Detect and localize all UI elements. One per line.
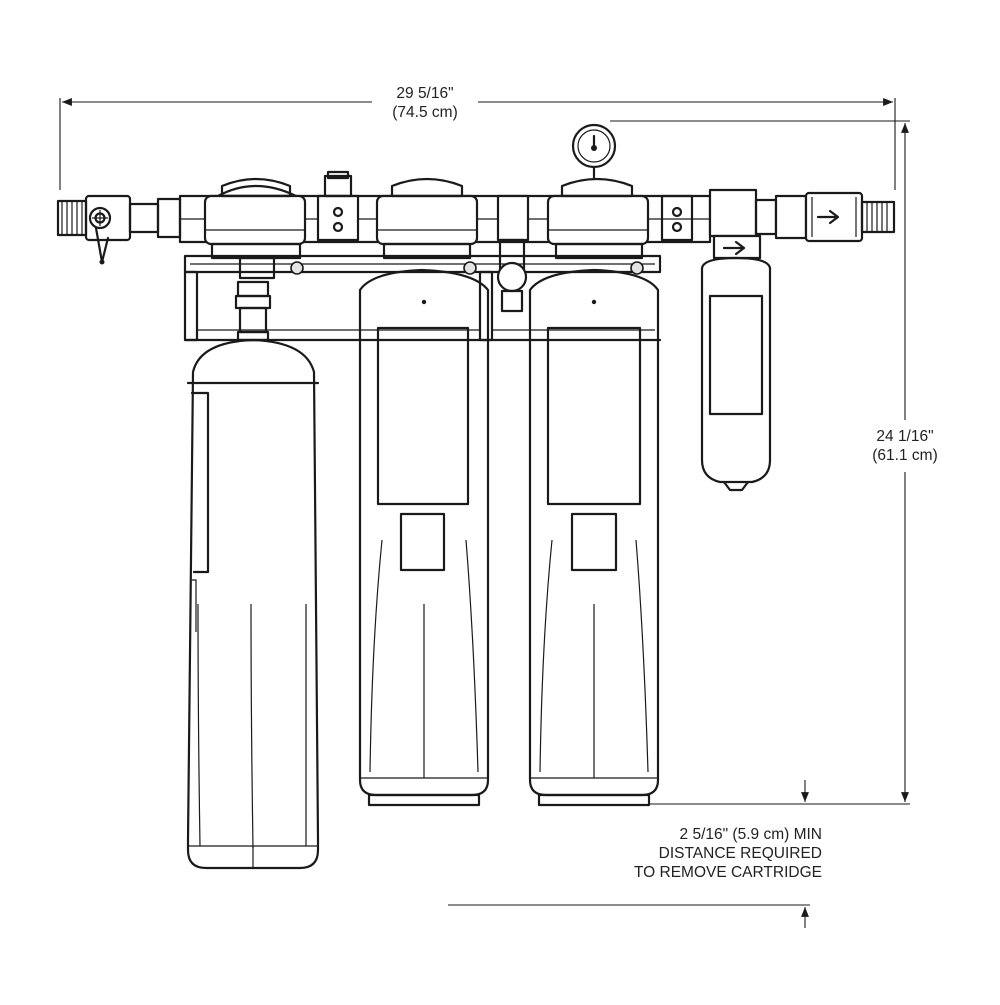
height-dimension-line xyxy=(610,120,910,805)
flow-arrow-icon xyxy=(816,209,840,225)
width-dimension-label: 29 5/16" (74.5 cm) xyxy=(360,84,490,122)
height-imperial: 24 1/16" xyxy=(876,428,934,445)
width-metric: (74.5 cm) xyxy=(392,104,458,121)
filter-head-2 xyxy=(375,177,479,260)
filter-cartridge-2 xyxy=(358,268,490,807)
height-metric: (61.1 cm) xyxy=(872,447,938,464)
head-couplings xyxy=(316,170,694,313)
width-imperial: 29 5/16" xyxy=(396,85,454,102)
height-dimension-label: 24 1/16" (61.1 cm) xyxy=(860,427,950,465)
shutoff-valve-icon[interactable] xyxy=(88,206,112,265)
clearance-line-1: 2 5/16" (5.9 cm) MIN xyxy=(679,826,822,843)
filter-head-manifold xyxy=(56,123,896,313)
width-dimension-line xyxy=(59,98,896,190)
pressure-gauge-icon xyxy=(571,123,617,180)
filter-head-3 xyxy=(546,177,650,260)
filter-cartridge-1 xyxy=(186,280,320,870)
inlet-fitting xyxy=(56,194,182,242)
filter-cartridge-3 xyxy=(528,268,660,807)
clearance-line-2: DISTANCE REQUIRED xyxy=(658,845,822,862)
clearance-dimension-line xyxy=(448,780,810,928)
clearance-line-3: TO REMOVE CARTRIDGE xyxy=(633,864,822,881)
clearance-dimension-label: 2 5/16" (5.9 cm) MIN DISTANCE REQUIRED T… xyxy=(610,825,822,882)
pre-filter-cartridge xyxy=(700,234,772,492)
filter-head-1 xyxy=(203,177,307,280)
outlet-fitting xyxy=(708,188,896,243)
